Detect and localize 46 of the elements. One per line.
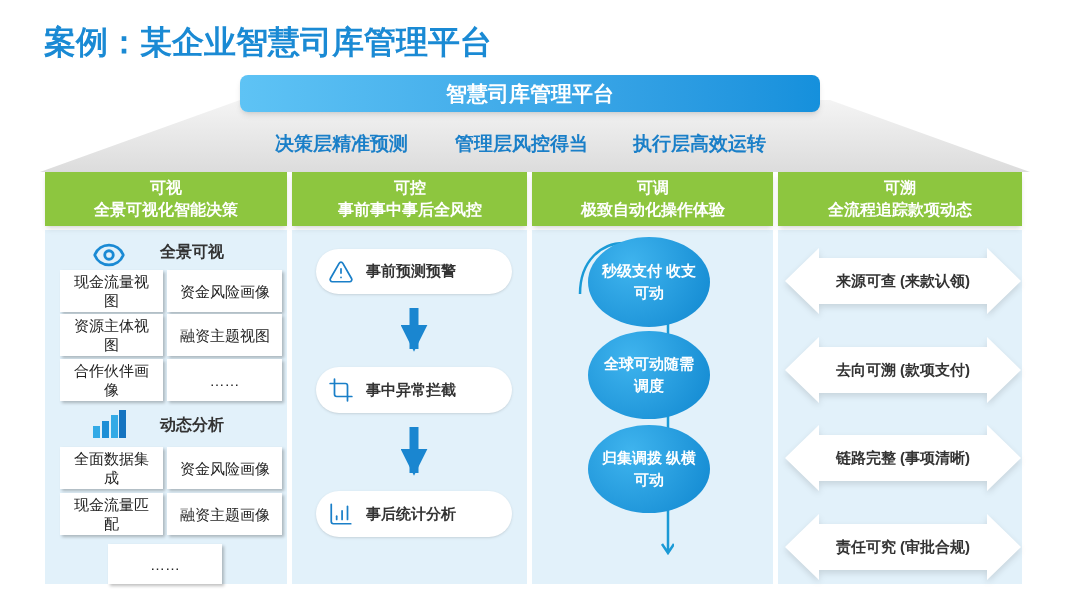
- page-title: 案例：某企业智慧司库管理平台: [44, 23, 492, 62]
- column-panel: [45, 172, 287, 584]
- step-pill: [316, 367, 512, 413]
- double-arrow-shape: [785, 425, 1021, 491]
- column-subtitle: 全景可视化智能决策: [94, 200, 238, 220]
- item-card: ……: [108, 544, 222, 584]
- item-card: 融资主题视图: [167, 314, 282, 356]
- item-card: 融资主题画像: [167, 493, 282, 535]
- item-card: 资源主体视图: [60, 314, 163, 356]
- step-pill: [316, 249, 512, 294]
- column-title: 可控: [393, 178, 426, 198]
- step-label: 事前预测预警: [366, 261, 456, 282]
- item-card: 现金流量匹配: [60, 493, 163, 535]
- down-arrow: [400, 308, 428, 352]
- item-card: 资金风险画像: [167, 270, 282, 312]
- down-arrow: [400, 427, 428, 476]
- column-subtitle: 极致自动化操作体验: [580, 200, 725, 220]
- layer-label: 管理层风控得当: [455, 132, 588, 156]
- step-label: 事后统计分析: [366, 503, 456, 524]
- step-label: 事中异常拦截: [366, 379, 456, 400]
- double-arrow-shape: [785, 248, 1021, 314]
- column-panel: [778, 172, 1022, 584]
- layer-label: 决策层精准预测: [275, 132, 408, 156]
- section-heading: 动态分析: [158, 415, 224, 435]
- item-card: 资金风险画像: [167, 447, 282, 489]
- item-card: 合作伙伴画像: [60, 359, 163, 401]
- item-card: 现金流量视图: [60, 270, 163, 312]
- column-subtitle: 事前事中事后全风控: [337, 200, 482, 220]
- column-panel: [532, 172, 773, 584]
- double-arrow-shape: [785, 514, 1021, 580]
- item-card: ……: [167, 359, 282, 401]
- column-subtitle: 全流程追踪款项动态: [828, 200, 972, 220]
- platform-bar: 智慧司库管理平台: [240, 75, 820, 112]
- column-title: 可视: [150, 178, 182, 198]
- column-title: 可溯: [884, 178, 916, 198]
- arrow-label: 链路完整 (事项清晰): [835, 448, 971, 468]
- arrow-label: 去向可溯 (款项支付): [835, 360, 971, 380]
- section-heading: 全景可视: [159, 242, 224, 262]
- column-panel: [292, 172, 527, 584]
- layer-label: 执行层高效运转: [633, 132, 766, 156]
- step-pill: [316, 491, 512, 537]
- column-title: 可调: [636, 178, 669, 198]
- arrow-label: 责任可究 (审批合规): [835, 537, 971, 557]
- double-arrow-shape: [785, 337, 1021, 403]
- item-card: 全面数据集成: [60, 447, 163, 489]
- arrow-label: 来源可查 (来款认领): [835, 271, 971, 291]
